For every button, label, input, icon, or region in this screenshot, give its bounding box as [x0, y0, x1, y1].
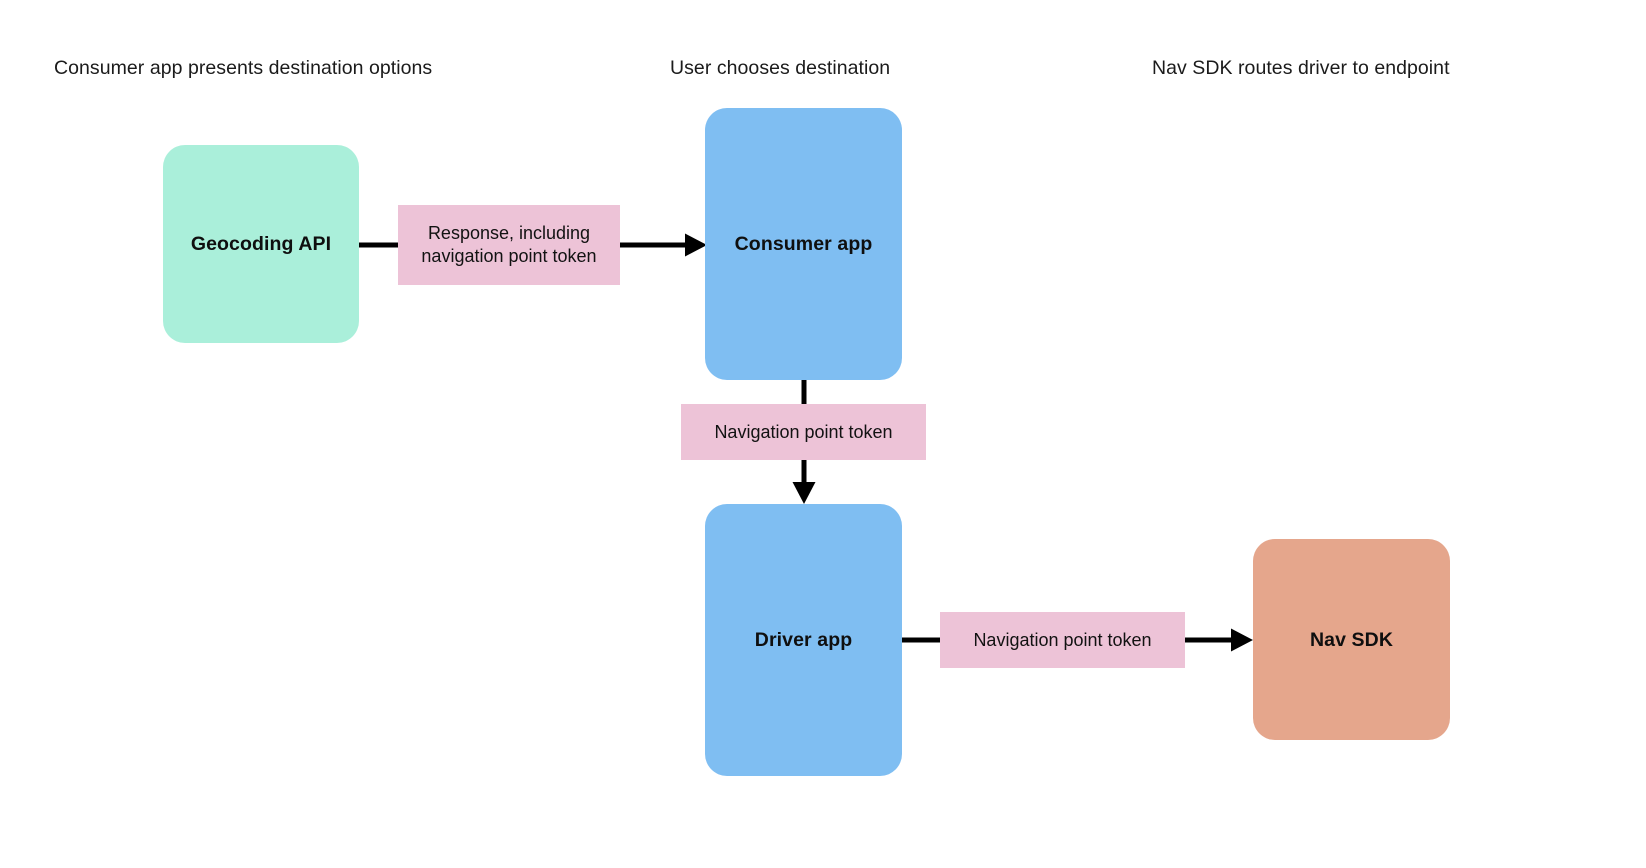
edge-label-consumer-to-driver: Navigation point token [681, 404, 926, 460]
edge-label-consumer-to-driver-text: Navigation point token [714, 421, 893, 442]
node-nav-sdk[interactable]: Nav SDK [1253, 539, 1450, 740]
node-geocoding-api-label: Geocoding API [190, 233, 332, 255]
node-consumer-app[interactable]: Consumer app [705, 108, 902, 380]
heading-stage-1: Consumer app presents destination option… [54, 57, 433, 79]
node-driver-app[interactable]: Driver app [705, 504, 902, 776]
edge-label-geocoding-to-consumer-text: Response, including navigation point tok… [421, 223, 597, 266]
node-consumer-app-label: Consumer app [734, 233, 873, 255]
edge-label-driver-to-navsdk-text: Navigation point token [973, 629, 1152, 650]
edge-label-geocoding-to-consumer: Response, including navigation point tok… [398, 205, 620, 285]
node-geocoding-api[interactable]: Geocoding API [163, 145, 359, 343]
node-nav-sdk-label: Nav SDK [1309, 628, 1394, 651]
heading-stage-3: Nav SDK routes driver to endpoint [1152, 57, 1450, 79]
heading-stage-2: User chooses destination [670, 57, 891, 79]
node-driver-app-label: Driver app [754, 629, 853, 651]
edge-label-driver-to-navsdk: Navigation point token [940, 612, 1185, 668]
